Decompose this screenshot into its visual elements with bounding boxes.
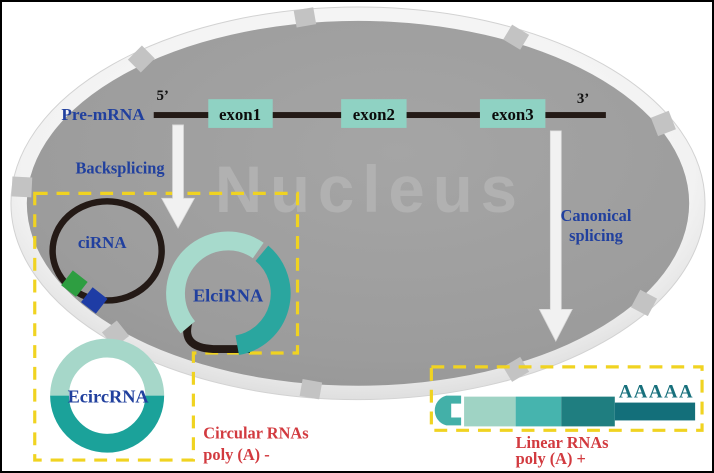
backsplicing-arrow [160, 124, 196, 229]
ecircrna-molecule [50, 338, 165, 453]
elcirna-light-arc [166, 231, 264, 334]
nuclear-pores [11, 7, 676, 400]
elcirna-molecule [166, 231, 291, 356]
exon1-box [208, 99, 273, 128]
canonical-splicing-label-line2: splicing [569, 226, 623, 245]
circular-rnas-caption-line1: Circular RNAs [203, 423, 308, 442]
canonical-splicing-label-line1: Canonical [561, 206, 632, 225]
linear-rnas-caption-line1: Linear RNAs [516, 433, 609, 452]
linear-rna-segment-3 [561, 396, 615, 427]
circular-rnas-dashed-box [33, 191, 300, 462]
linear-rnas-caption-line2: poly (A) + [516, 449, 586, 468]
exon1-label: exon1 [219, 105, 261, 124]
canonical-splicing-arrow [538, 130, 573, 342]
circular-rnas-caption-line2: poly (A) - [203, 445, 269, 464]
exon3-box [479, 99, 546, 128]
linear-rna-segment-2 [515, 396, 562, 427]
linear-rna-cap [434, 395, 462, 426]
ecircrna-top-half [50, 338, 165, 397]
three-prime-label: 3’ [577, 91, 589, 107]
elcirna-label: ElciRNA [193, 285, 264, 305]
exon3-label: exon3 [492, 105, 534, 124]
five-prime-label: 5’ [156, 88, 168, 104]
linear-rna-polya-tail [614, 402, 696, 421]
ecircrna-label: EcircRNA [68, 387, 150, 407]
polya-tail-label: AAAAA [619, 382, 694, 403]
cirna-molecule [49, 198, 165, 314]
ecircrna-bottom-half [50, 395, 165, 453]
cirna-green-square [61, 270, 88, 297]
linear-rna-segment-1 [464, 396, 516, 427]
elcirna-dark-arc [235, 245, 291, 356]
nucleus-watermark: Nucleus [215, 153, 525, 226]
exon2-box [341, 99, 407, 128]
exon2-label: exon2 [353, 105, 395, 124]
linear-rnas-dashed-box [429, 365, 704, 432]
cirna-label: ciRNA [78, 233, 127, 252]
linear-rna-molecule: AAAAA [434, 382, 696, 427]
pre-mrna-label: Pre-mRNA [61, 105, 145, 124]
cirna-loop [49, 198, 165, 304]
backsplicing-label: Backsplicing [75, 159, 165, 178]
pre-mrna-strand: exon1 exon2 exon3 5’ 3’ Pre-mRNA [61, 88, 606, 128]
cirna-blue-square [81, 287, 108, 314]
